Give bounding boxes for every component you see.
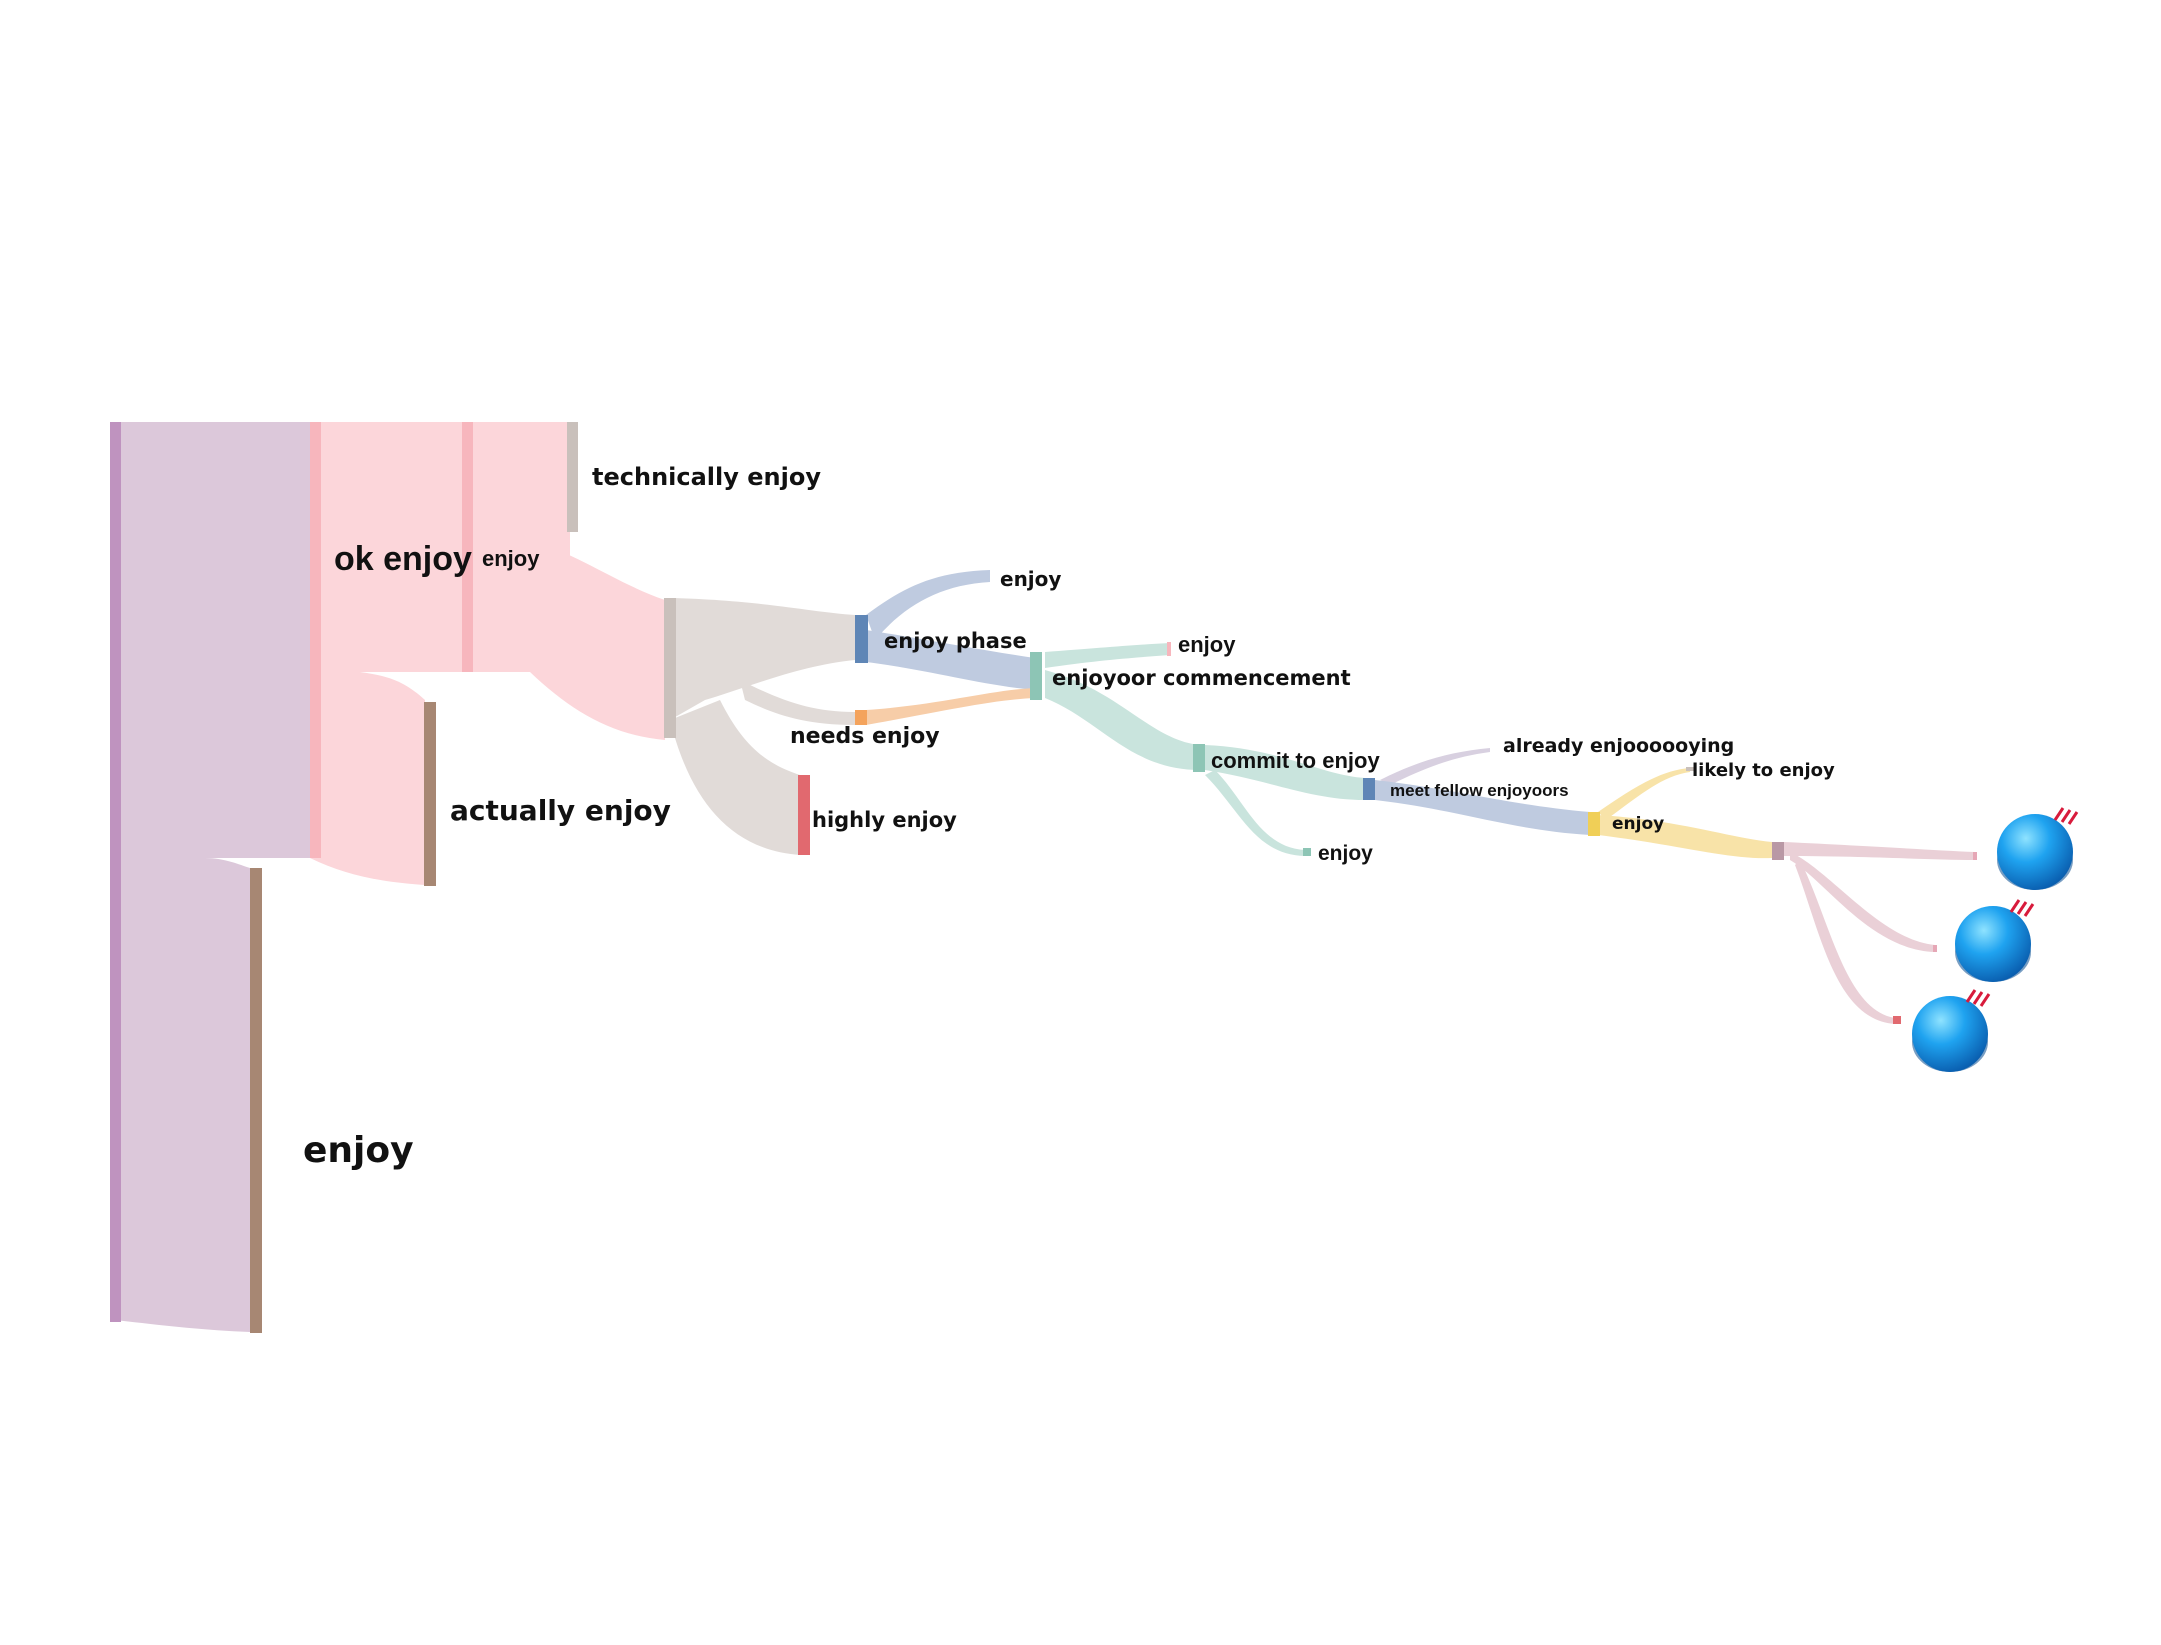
node-grey	[664, 598, 676, 738]
flow-meet-to-enjoy-yellow	[1375, 780, 1590, 835]
flow-to-grey-node	[530, 540, 665, 740]
flow-yellow-to-likely	[1598, 768, 1690, 820]
label-enjoy-pink: enjoy	[1178, 632, 1236, 657]
flow-commit-to-enjoy-green	[1205, 770, 1305, 856]
label-enjoy-yellow: enjoy	[1612, 814, 1664, 834]
flow-yellow-to-mauve	[1598, 815, 1772, 859]
label-likely-to-enjoy: likely to enjoy	[1692, 760, 1835, 781]
sphere-icon	[1997, 807, 2079, 890]
sphere-icon	[1955, 899, 2035, 982]
node-out-1	[1973, 852, 1977, 860]
flow-to-technically-enjoy-band	[470, 422, 570, 532]
flow-to-actually-enjoy	[310, 672, 425, 885]
flow-main-upper	[115, 422, 310, 858]
flow-ok-enjoy	[310, 422, 465, 672]
node-enjoy-phase	[855, 615, 868, 663]
node-enjoy-bottom	[250, 868, 262, 1333]
node-ok-enjoy	[310, 422, 321, 858]
label-enjoy-small: enjoy	[482, 546, 540, 571]
node-actually-enjoy	[424, 702, 436, 886]
flow-mauve-to-sphere-3	[1795, 860, 1895, 1024]
flow-main-to-enjoy	[115, 858, 250, 1332]
node-meet-fellow	[1363, 778, 1375, 800]
node-enjoy-pink	[1167, 642, 1171, 656]
label-enjoy-green: enjoy	[1318, 842, 1373, 865]
flow-commencement-to-enjoy-pink	[1045, 643, 1170, 668]
label-highly-enjoy: highly enjoy	[812, 808, 957, 832]
label-commit-to-enjoy: commit to enjoy	[1211, 748, 1380, 773]
flow-grey-to-highly-enjoy	[670, 700, 800, 855]
flow-phase-to-commencement	[866, 630, 1035, 690]
flow-mauve-to-sphere-1	[1784, 842, 1975, 860]
label-ok-enjoy: ok enjoy	[334, 540, 472, 578]
node-enjoy-green	[1303, 848, 1311, 856]
node-likely	[1686, 767, 1694, 771]
node-commencement	[1030, 652, 1042, 700]
label-needs-enjoy: needs enjoy	[790, 724, 940, 749]
label-already-enjoying: already enjoooooying	[1503, 735, 1734, 757]
node-main-left	[110, 422, 121, 1322]
node-technically-enjoy	[567, 422, 578, 532]
flow-commencement-to-commit	[1045, 670, 1200, 770]
node-needs-enjoy	[855, 710, 867, 725]
label-technically-enjoy: technically enjoy	[592, 463, 821, 491]
label-enjoyoor-commencement: enjoyoor commencement	[1052, 666, 1351, 690]
flow-commit-to-meet	[1205, 745, 1365, 800]
sphere-icon	[1912, 989, 1991, 1072]
node-enjoy-yellow	[1588, 812, 1600, 836]
node-enjoy-small	[462, 422, 473, 672]
label-enjoy-phase: enjoy phase	[884, 629, 1027, 653]
node-out-2	[1933, 945, 1937, 952]
label-enjoy-main: enjoy	[303, 1130, 414, 1171]
node-highly-enjoy	[798, 775, 810, 855]
label-enjoy-top: enjoy	[1000, 567, 1061, 591]
label-meet-fellow-enjoyoors: meet fellow enjoyoors	[1390, 781, 1569, 800]
flow-needs-to-commencement	[866, 688, 1035, 725]
node-out-3	[1893, 1016, 1901, 1024]
flow-meet-to-already	[1380, 748, 1490, 785]
flow-grey-to-needs-enjoy	[740, 680, 855, 725]
node-mauve	[1772, 842, 1784, 860]
flow-mauve-to-sphere-2	[1790, 852, 1935, 952]
flow-grey-to-enjoy-phase	[670, 598, 855, 720]
node-commit	[1193, 744, 1205, 772]
label-actually-enjoy: actually enjoy	[450, 794, 671, 827]
